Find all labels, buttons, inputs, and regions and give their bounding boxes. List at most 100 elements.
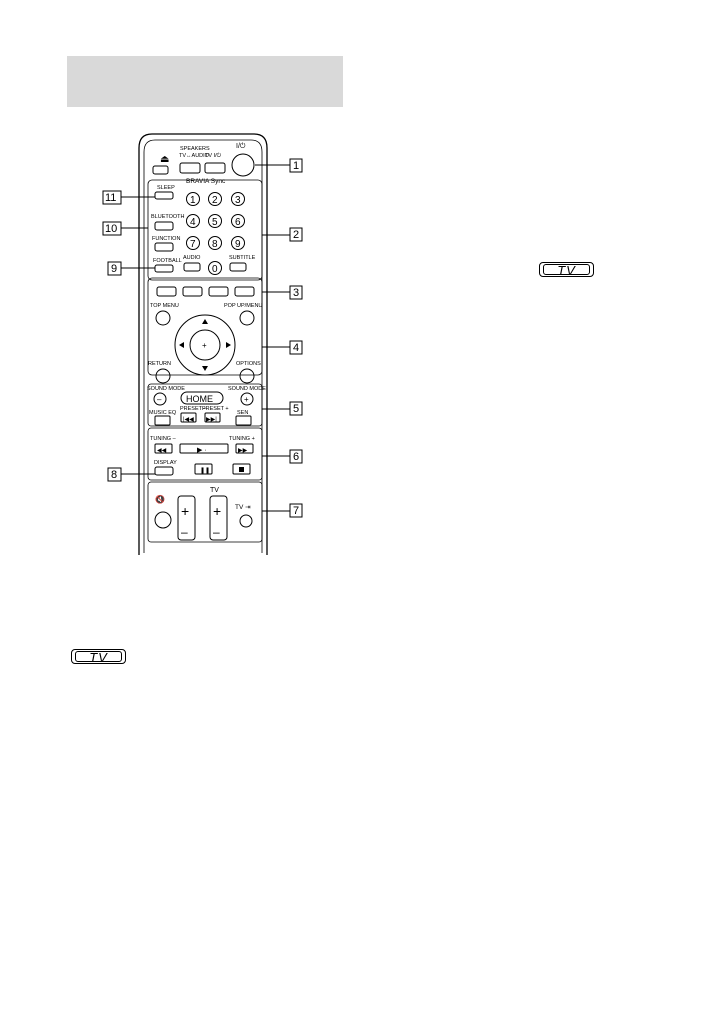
mute-icon: 🔇: [155, 494, 165, 504]
svg-text:2: 2: [293, 229, 299, 241]
svg-text:2: 2: [212, 195, 218, 206]
svg-text:TV I/⏻: TV I/⏻: [205, 152, 222, 159]
sen-button[interactable]: [235, 415, 252, 426]
play-button[interactable]: [179, 443, 229, 454]
preset-plus-button[interactable]: [204, 412, 221, 423]
svg-text:7: 7: [293, 505, 299, 517]
svg-text:SOUND MODE: SOUND MODE: [147, 386, 185, 392]
bluetooth-button[interactable]: [154, 221, 174, 231]
svg-text:8: 8: [212, 239, 218, 250]
svg-text:AUDIO: AUDIO: [183, 255, 201, 261]
svg-text:OPTIONS: OPTIONS: [236, 361, 261, 367]
svg-text:SLEEP: SLEEP: [157, 185, 175, 191]
svg-text:|◀◀: |◀◀: [183, 417, 194, 423]
mute-button[interactable]: [154, 511, 172, 529]
enter-button[interactable]: [189, 329, 221, 361]
svg-text:5: 5: [293, 403, 299, 415]
sound-mode-minus-button[interactable]: [153, 392, 167, 406]
volume-rocker[interactable]: [177, 495, 196, 541]
rewind-button[interactable]: [154, 443, 173, 454]
eject-button[interactable]: [152, 165, 169, 175]
svg-text:FUNCTION: FUNCTION: [152, 236, 180, 242]
playback-panel: [147, 427, 263, 481]
svg-text:TV ⇥: TV ⇥: [235, 504, 251, 511]
callout-5: [289, 401, 303, 416]
svg-text:SOUND MODE: SOUND MODE: [228, 386, 266, 392]
right-arrow-icon: [226, 342, 231, 348]
svg-text:DISPLAY: DISPLAY: [154, 460, 177, 466]
svg-text:–: –: [157, 395, 162, 404]
svg-text:TV↔AUDIO: TV↔AUDIO: [179, 153, 210, 159]
eject-icon: ⏏: [160, 154, 169, 165]
svg-text:▶▶: ▶▶: [238, 448, 248, 454]
svg-text:+: +: [181, 503, 189, 519]
svg-text:PRESET –: PRESET –: [180, 406, 207, 412]
tv-input-button[interactable]: [239, 514, 253, 528]
music-eq-button[interactable]: [154, 415, 171, 426]
svg-text:0: 0: [212, 264, 218, 275]
callout-3: [289, 285, 303, 300]
top-menu-button[interactable]: [155, 310, 171, 326]
sleep-button[interactable]: [154, 191, 174, 200]
svg-text:TUNING –: TUNING –: [150, 436, 177, 442]
svg-text:SEN: SEN: [237, 410, 248, 416]
svg-text:1: 1: [190, 195, 196, 206]
tv-badge-right: TV: [539, 262, 594, 278]
svg-text:TV: TV: [210, 487, 219, 494]
svg-text:–: –: [213, 525, 220, 539]
svg-text:HOME: HOME: [186, 394, 213, 404]
audio-button[interactable]: [183, 262, 201, 272]
callout-1: [289, 158, 303, 173]
header-bar: [67, 56, 343, 107]
svg-text:–: –: [181, 525, 188, 539]
sound-mode-plus-button[interactable]: [240, 392, 254, 406]
svg-text:+: +: [213, 503, 221, 519]
svg-text:+: +: [202, 341, 207, 350]
preset-minus-button[interactable]: [180, 412, 197, 423]
callout-2: [289, 227, 303, 242]
svg-text:❚❚: ❚❚: [200, 467, 210, 474]
popup-menu-button[interactable]: [239, 310, 255, 326]
svg-text:6: 6: [293, 451, 299, 463]
color-buttons[interactable]: [156, 286, 255, 297]
home-button[interactable]: [180, 391, 224, 405]
navigation-ring[interactable]: [174, 314, 236, 376]
svg-text:MUSIC EQ: MUSIC EQ: [149, 410, 177, 416]
function-button[interactable]: [154, 242, 174, 252]
svg-text:+: +: [244, 395, 249, 404]
number-panel: [147, 179, 263, 281]
football-button[interactable]: [154, 264, 174, 273]
speakers-button[interactable]: [179, 162, 201, 174]
svg-text:PRESET +: PRESET +: [202, 406, 229, 412]
tv-badge-left: TV: [71, 649, 126, 665]
stop-button[interactable]: [232, 463, 251, 475]
svg-text:POP UP/MENU: POP UP/MENU: [224, 303, 262, 309]
return-button[interactable]: [155, 368, 171, 384]
svg-text:4: 4: [293, 342, 299, 354]
volume-panel: [147, 481, 263, 543]
svg-text:FOOTBALL: FOOTBALL: [153, 258, 182, 264]
svg-text:BLUETOOTH: BLUETOOTH: [151, 214, 185, 220]
pause-button[interactable]: [194, 463, 213, 475]
subtitle-button[interactable]: [229, 262, 247, 272]
remote-body-outline: [138, 133, 268, 555]
down-arrow-icon: [202, 366, 208, 371]
svg-text:▶ ·: ▶ ·: [197, 447, 207, 454]
left-arrow-icon: [179, 342, 184, 348]
callout-7: [289, 503, 303, 518]
svg-text:I/⏻: I/⏻: [236, 142, 246, 150]
svg-text:TUNING +: TUNING +: [229, 436, 255, 442]
display-button[interactable]: [154, 466, 174, 476]
tv-volume-rocker[interactable]: [209, 495, 228, 541]
forward-button[interactable]: [235, 443, 254, 454]
tv-power-button[interactable]: [204, 162, 226, 174]
svg-text:11: 11: [105, 192, 116, 204]
options-button[interactable]: [239, 368, 255, 384]
svg-text:SUBTITLE: SUBTITLE: [229, 255, 256, 261]
number-pad[interactable]: 1 2 3 4 5 6 7 8 9 0: [186, 192, 245, 276]
svg-text:3: 3: [293, 287, 299, 299]
power-button[interactable]: [231, 153, 255, 177]
svg-text:◀◀: ◀◀: [157, 448, 167, 454]
callout-6: [289, 449, 303, 464]
